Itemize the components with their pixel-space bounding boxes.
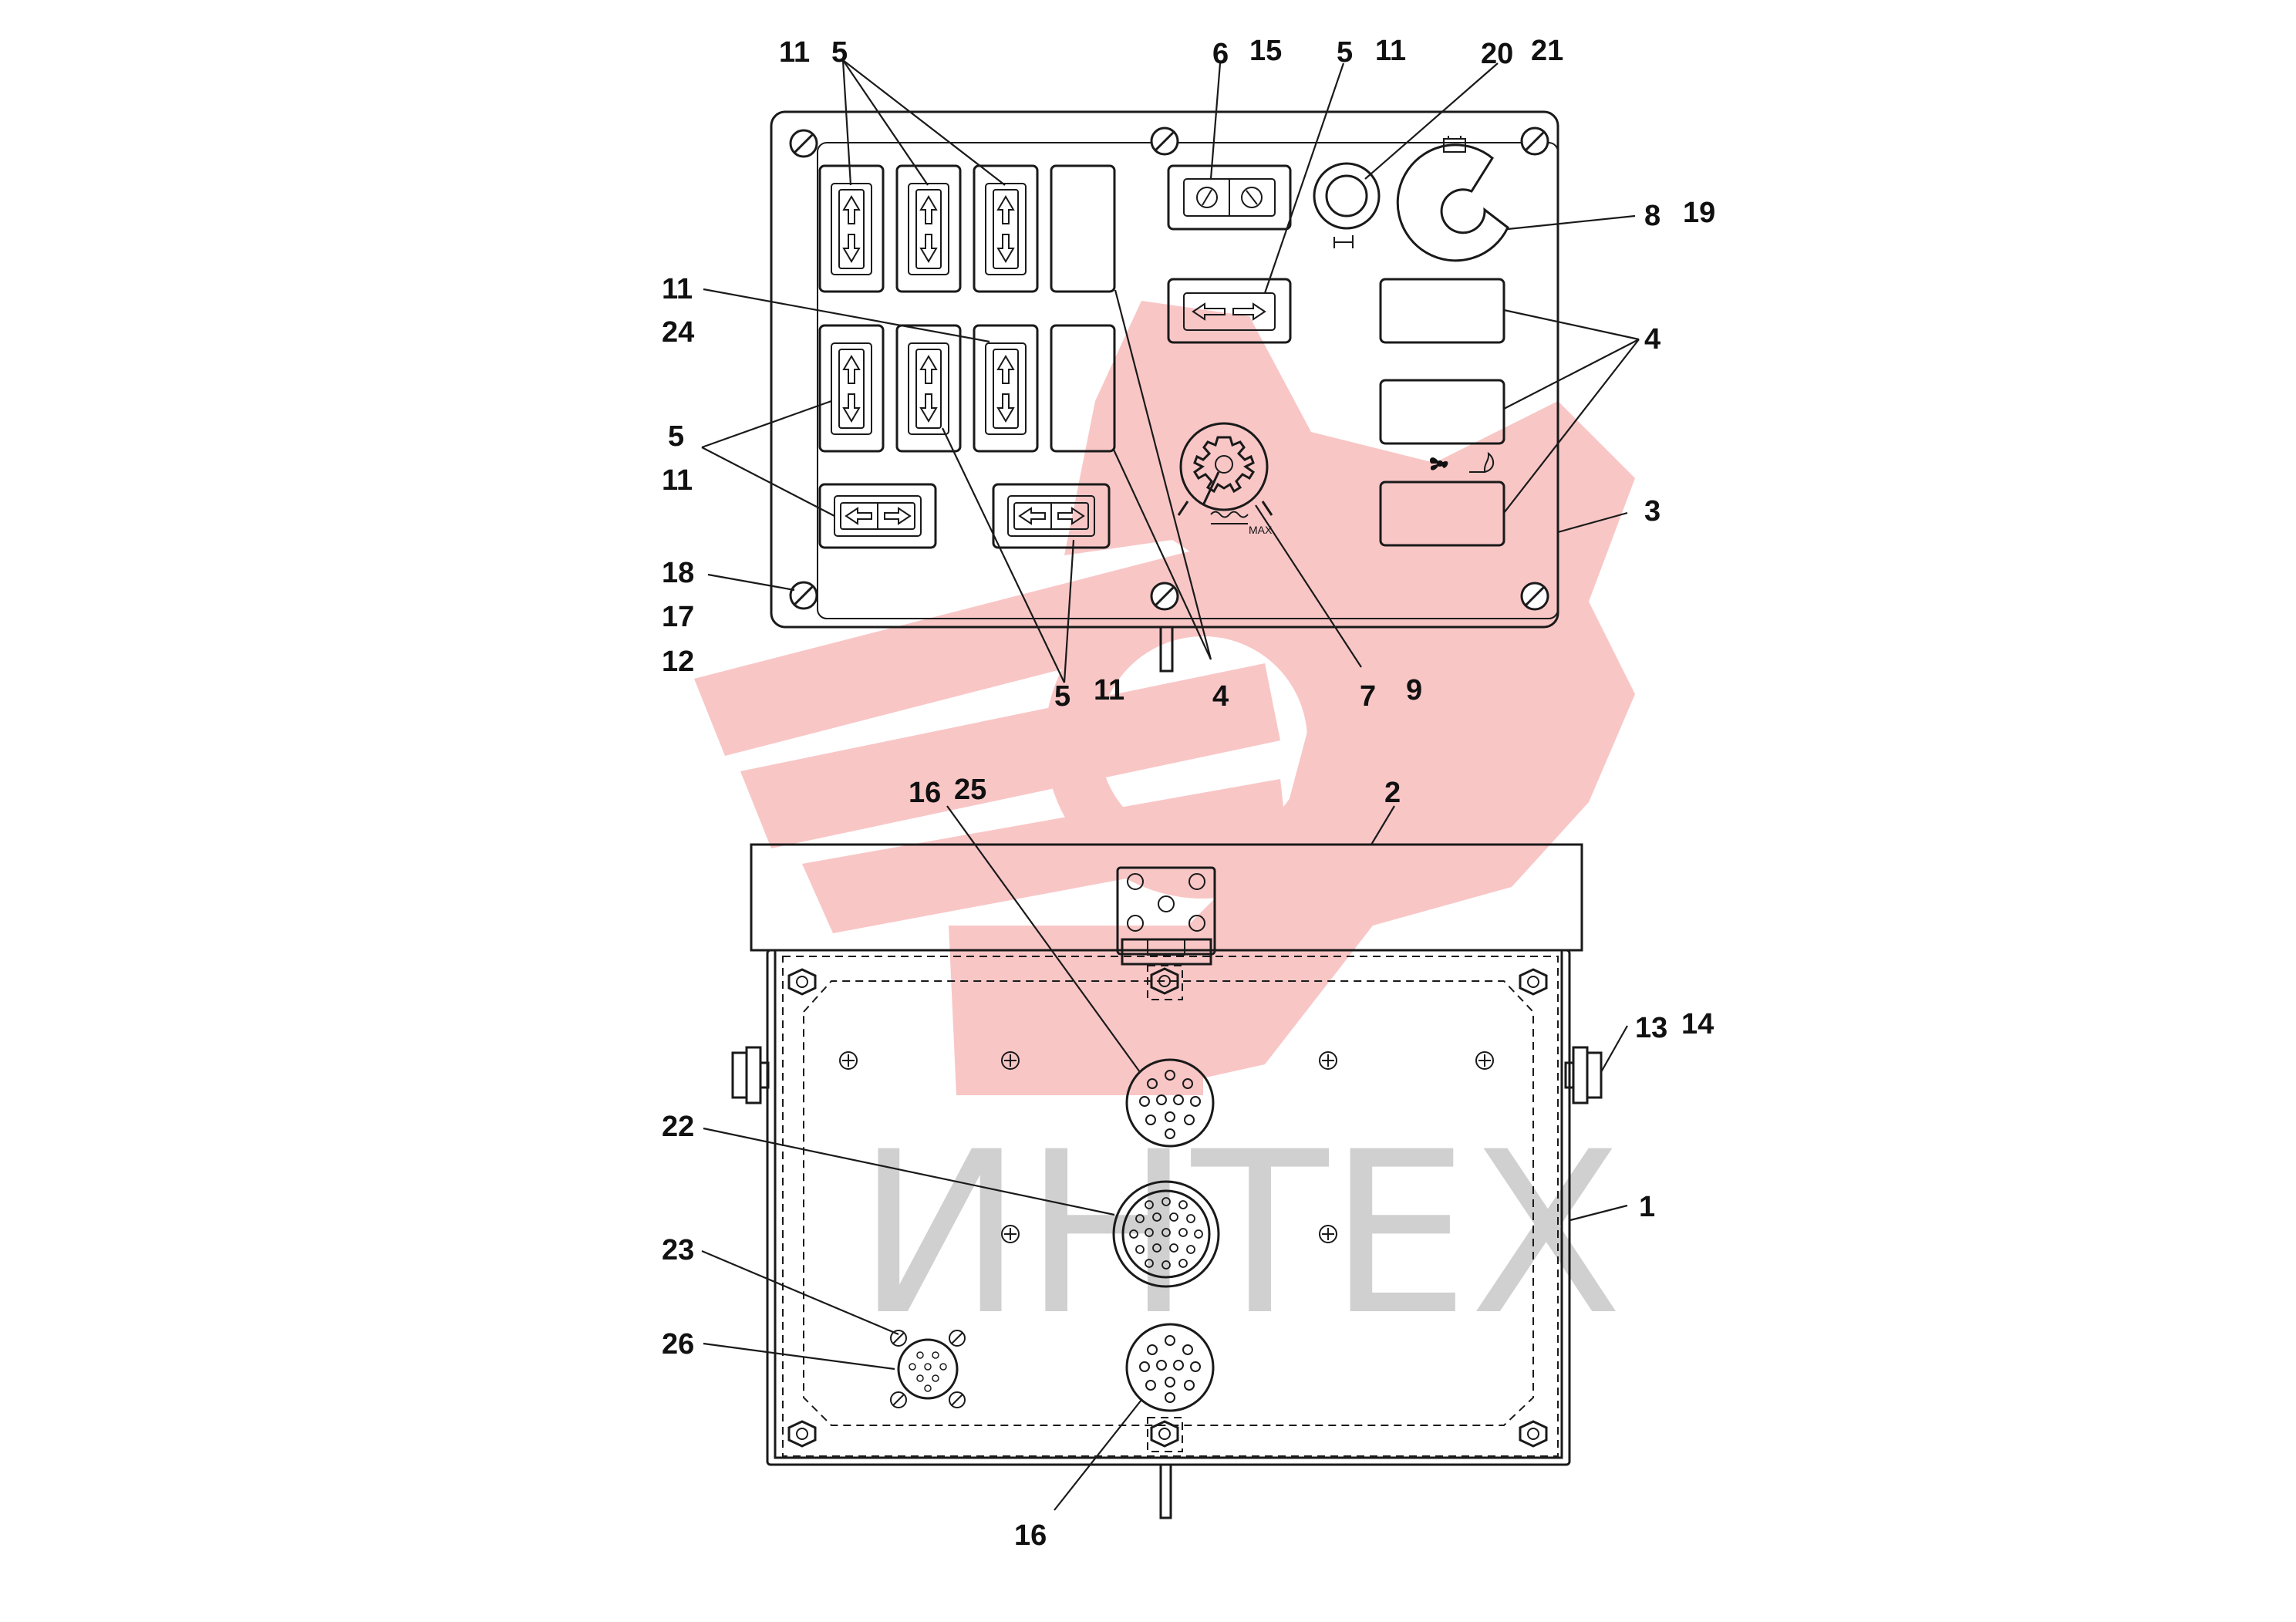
side-bolt <box>731 1046 770 1104</box>
rocker-switch-vertical <box>818 164 885 293</box>
gauge-max-label: MAX <box>1249 524 1273 536</box>
callout-11: 11 <box>662 464 693 497</box>
callout-17: 17 <box>662 601 694 633</box>
callout-11: 11 <box>779 36 810 69</box>
callout-18: 18 <box>662 557 694 589</box>
callout-labels: 11 5 6 15 5 11 20 21 8 19 11 24 4 5 11 3… <box>662 35 1715 1552</box>
rocker-switch-vertical <box>973 324 1039 453</box>
callout-21: 21 <box>1531 35 1563 67</box>
callout-11: 11 <box>1094 674 1124 706</box>
leader-lines-bottom <box>701 805 1628 1511</box>
connector-16-top <box>1125 1058 1215 1148</box>
rocker-switch-vertical <box>973 164 1039 293</box>
rocker-switch-horizontal <box>818 483 937 549</box>
callout-11: 11 <box>662 273 693 305</box>
callout-6: 6 <box>1212 38 1229 70</box>
connector-26 <box>890 1330 966 1408</box>
callout-7: 7 <box>1360 680 1376 713</box>
blank-switch-plug <box>1050 164 1116 293</box>
callout-5: 5 <box>1054 680 1070 713</box>
callout-5: 5 <box>1337 36 1353 69</box>
callout-23: 23 <box>662 1234 694 1266</box>
leader-lines-top <box>701 59 1640 683</box>
callout-22: 22 <box>662 1111 694 1143</box>
callout-16: 16 <box>909 777 941 809</box>
callout-20: 20 <box>1481 38 1513 70</box>
indicator-lamp-blank <box>1379 278 1505 344</box>
callout-3: 3 <box>1644 495 1660 528</box>
horn-icon <box>1333 235 1354 248</box>
connector-22 <box>1112 1180 1220 1288</box>
callout-26: 26 <box>662 1328 694 1361</box>
rear-housing <box>701 805 1628 1519</box>
rocker-switch-horizontal <box>1167 278 1292 344</box>
callout-11: 11 <box>1375 35 1406 67</box>
watermark: ИНТЕХ <box>694 301 1635 1364</box>
top-control-panel: MAX <box>701 59 1640 683</box>
speed-potentiometer: MAX <box>1177 422 1273 536</box>
side-bolt <box>1564 1046 1603 1104</box>
crosshead-screw-icon <box>839 1051 1494 1243</box>
hinge-bracket <box>1116 866 1216 966</box>
ignition-switch <box>1396 136 1509 262</box>
callout-25: 25 <box>954 774 986 806</box>
rocker-switch-vertical <box>895 164 962 293</box>
rocker-switch-vertical <box>895 324 962 453</box>
callout-24: 24 <box>662 316 694 349</box>
hex-nut-icon <box>787 965 1548 1452</box>
callout-13: 13 <box>1635 1012 1667 1044</box>
watermark-text: ИНТЕХ <box>856 1104 1623 1364</box>
indicator-lamp-blank <box>1379 481 1505 547</box>
callout-19: 19 <box>1683 197 1715 229</box>
callout-8: 8 <box>1644 200 1660 232</box>
callout-12: 12 <box>662 646 694 678</box>
callout-4: 4 <box>1212 680 1229 713</box>
heater-flame-icon <box>1469 451 1495 474</box>
rocker-switch-horizontal <box>992 483 1111 549</box>
double-indicator-switch <box>1167 164 1292 231</box>
fan-icon <box>1429 457 1448 470</box>
callout-15: 15 <box>1249 35 1282 67</box>
callout-1: 1 <box>1639 1191 1655 1223</box>
callout-16: 16 <box>1014 1519 1047 1552</box>
screw-icon <box>789 126 1549 611</box>
watermark-logo <box>694 301 1635 1095</box>
callout-5: 5 <box>831 36 848 69</box>
indicator-lamp-blank <box>1379 379 1505 445</box>
blank-switch-plug <box>1050 324 1116 453</box>
callout-4: 4 <box>1644 323 1660 356</box>
callout-2: 2 <box>1384 777 1401 809</box>
horn-button <box>1313 162 1381 248</box>
connector-16-bottom <box>1125 1323 1215 1412</box>
battery-icon <box>1443 138 1466 153</box>
callout-5: 5 <box>668 420 684 453</box>
callout-9: 9 <box>1406 674 1422 706</box>
callout-14: 14 <box>1681 1008 1714 1040</box>
rocker-switch-vertical <box>818 324 885 453</box>
